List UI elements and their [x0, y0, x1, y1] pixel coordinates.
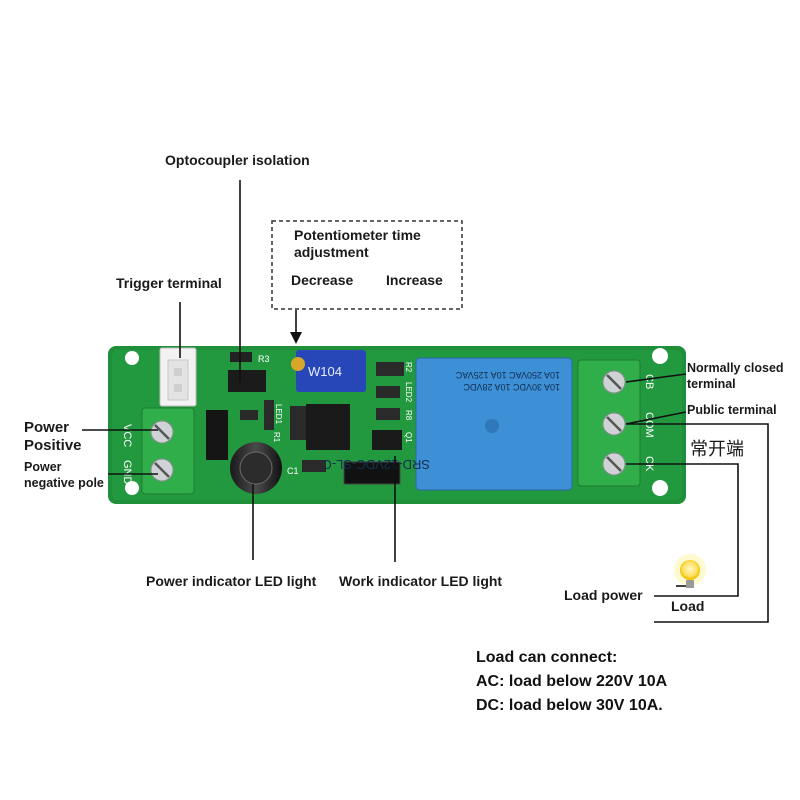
label-load-power: Load power — [564, 587, 643, 603]
mount-hole — [652, 348, 668, 364]
label-power-negative-2: negative pole — [24, 476, 104, 490]
label-normally-open: 常开端 — [690, 439, 744, 460]
relay-rating-1: 10A 250VAC 10A 125VAC — [455, 370, 560, 380]
output-terminal-block — [577, 359, 641, 487]
capacitor — [230, 442, 282, 494]
silk-nc: CB — [643, 374, 655, 389]
label-nc-2: terminal — [687, 377, 736, 391]
bulb-icon — [674, 554, 706, 588]
notes-line-1: Load can connect: — [476, 649, 618, 666]
label-pot-title-2: adjustment — [294, 244, 369, 260]
silk-r1: R1 — [272, 432, 281, 443]
relay-model: SRD-12VDC-SL-C — [322, 457, 430, 472]
label-power-negative-1: Power — [24, 460, 62, 474]
label-decrease: Decrease — [291, 272, 354, 288]
power-terminal-block — [141, 407, 195, 495]
leader-lines — [82, 180, 769, 623]
optocoupler-chip — [228, 370, 266, 392]
load-notes: Load can connect: AC: load below 220V 10… — [476, 646, 667, 718]
transistor — [343, 461, 401, 485]
pot-code: W104 — [308, 364, 342, 379]
silk-vcc: VCC — [121, 424, 133, 447]
silk-c1: C1 — [287, 466, 299, 476]
label-power-positive-2: Positive — [24, 437, 82, 454]
label-trigger: Trigger terminal — [116, 275, 222, 291]
silk-led2: LED2 — [404, 382, 413, 403]
relay-rating-2: 10A 30VDC 10A 28VDC — [463, 382, 560, 392]
label-nc-1: Normally closed — [687, 361, 784, 375]
potentiometer-callout-box — [271, 220, 463, 310]
potentiometer — [296, 350, 366, 392]
notes-line-2: AC: load below 220V 10A — [476, 673, 668, 690]
silk-r3: R3 — [258, 354, 270, 364]
label-public: Public terminal — [687, 403, 777, 417]
silk-r2: R2 — [404, 362, 413, 373]
silk-led1: LED1 — [274, 404, 283, 425]
relay — [415, 357, 573, 491]
diode — [206, 410, 228, 460]
silk-q1: Q1 — [404, 432, 413, 443]
label-pot-title-1: Potentiometer time — [294, 227, 421, 243]
trigger-connector — [159, 347, 197, 407]
silk-gnd: GND — [121, 460, 133, 485]
silk-com: COM — [643, 412, 655, 438]
label-power-led: Power indicator LED light — [146, 573, 317, 589]
smd-components — [206, 350, 404, 485]
silk-r8: R8 — [404, 410, 413, 421]
notes-line-3: DC: load below 30V 10A. — [476, 697, 663, 714]
label-increase: Increase — [386, 272, 443, 288]
mount-hole — [125, 351, 139, 365]
mount-hole — [652, 480, 668, 496]
timer-ic — [306, 404, 350, 450]
label-optocoupler: Optocoupler isolation — [165, 152, 310, 168]
label-load: Load — [671, 598, 705, 614]
mount-hole — [125, 481, 139, 495]
label-work-led: Work indicator LED light — [339, 573, 503, 589]
label-power-positive-1: Power — [24, 419, 70, 436]
